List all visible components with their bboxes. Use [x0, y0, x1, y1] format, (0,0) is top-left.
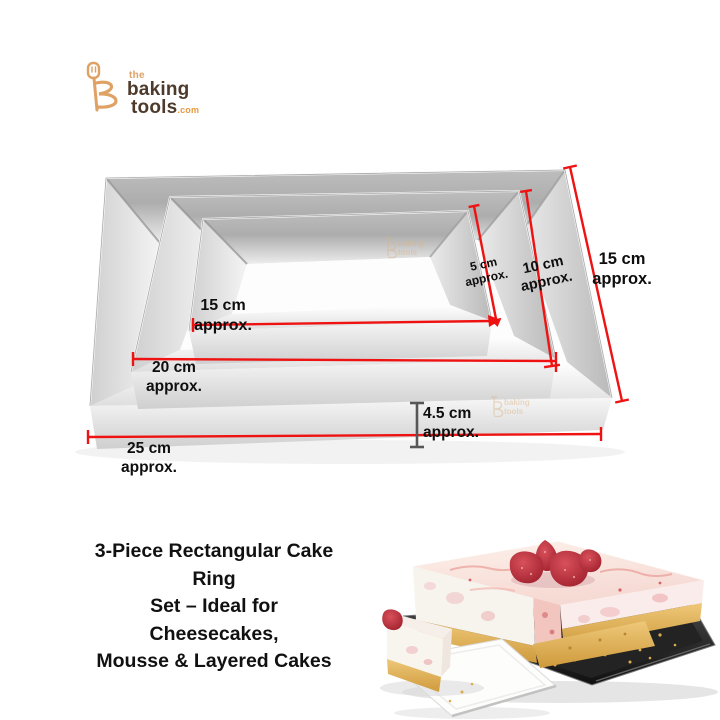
dimension-qualifier: approx. [194, 316, 252, 334]
caption-line-1: 3-Piece Rectangular Cake Ring [94, 540, 334, 590]
dimension-value: 4.5 cm [423, 405, 472, 422]
svg-text:tools: tools [398, 248, 418, 257]
dim-line-outer-width [562, 164, 630, 404]
brand-com: .com [177, 105, 200, 115]
strawberries [509, 540, 602, 588]
dimension-lines [86, 164, 630, 444]
dimension-value: 20 cm [152, 359, 196, 376]
svg-text:tools: tools [504, 407, 524, 416]
dimension-value: 15 cm [200, 297, 246, 314]
brand-tools: tools.com [131, 97, 200, 118]
brand-mark-icon [86, 61, 118, 112]
svg-text:baking: baking [398, 239, 424, 248]
dimension-qualifier: approx. [121, 458, 177, 476]
dim-line-height [410, 401, 424, 449]
cake-slice [382, 609, 452, 692]
dimension-label-outer-length: 25 cm approx. [105, 440, 193, 477]
dim-line-middle-length [131, 352, 558, 372]
brand-logo: the baking tools.com [84, 61, 199, 119]
ring-inner [188, 210, 493, 364]
product-caption: 3-Piece Rectangular Cake Ring Set – Idea… [83, 538, 345, 676]
dimension-qualifier: approx. [423, 424, 479, 441]
brand-baking: baking [127, 79, 190, 100]
dim-line-outer-length [86, 427, 603, 444]
dim-line-inner-width [468, 203, 502, 327]
caption-line-2: Set – Ideal for Cheesecakes, [149, 595, 279, 645]
dimension-qualifier: approx. [592, 269, 652, 288]
dimension-value: 15 cm [598, 250, 646, 268]
brand-text: the baking tools.com [127, 61, 199, 119]
caption-line-3: Mousse & Layered Cakes [96, 650, 332, 672]
dimension-value: 25 cm [127, 440, 171, 457]
dimension-label-inner-length: 15 cm approx. [180, 296, 266, 335]
dimension-qualifier: approx. [146, 377, 202, 395]
dimension-label-outer-width: 15 cm approx. [588, 250, 656, 289]
dim-line-middle-width [519, 188, 561, 369]
svg-text:baking: baking [504, 398, 530, 407]
brand-the: the [129, 70, 145, 81]
dimension-label-height: 4.5 cm approx. [423, 404, 513, 442]
cake-photo [380, 540, 718, 719]
dimension-label-middle-length: 20 cm approx. [130, 359, 218, 396]
plate-with-slice [380, 609, 558, 719]
brand-watermark: baking tools baking tools [385, 237, 530, 418]
